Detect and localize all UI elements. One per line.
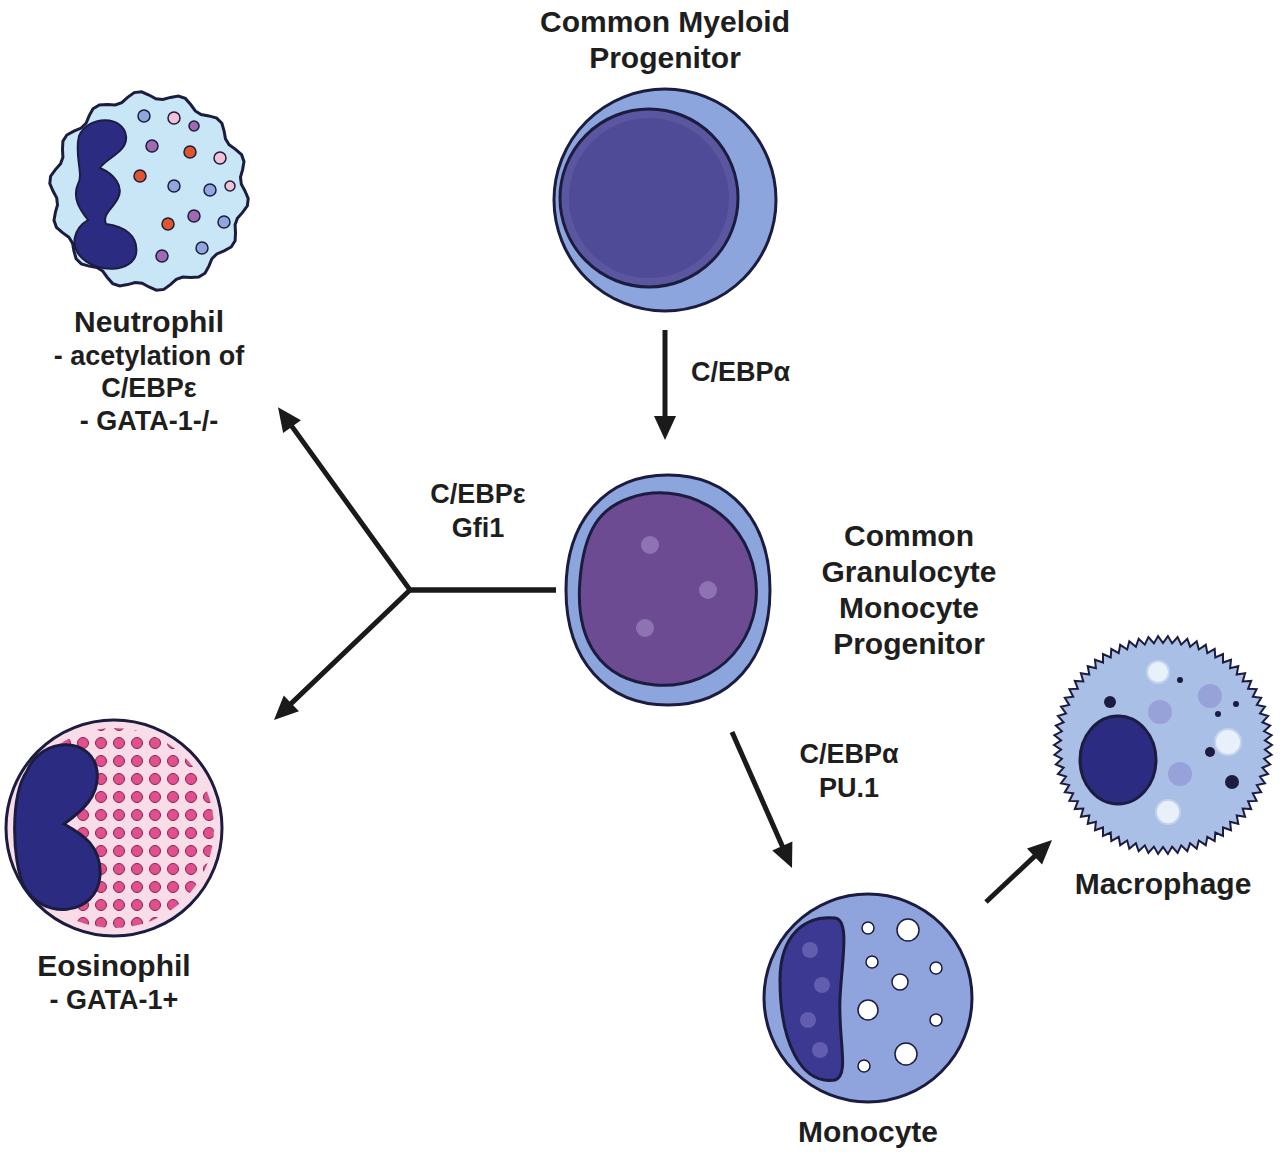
- cell-note: - acetylation of C/EBPε: [24, 340, 274, 405]
- arrow-head: [654, 416, 676, 440]
- arrow-line: [290, 423, 556, 590]
- label-group: Common Granulocyte Monocyte Progenitor: [798, 518, 1020, 662]
- label-group: Monocyte: [760, 1106, 976, 1150]
- cell-name: Neutrophil: [24, 304, 274, 340]
- differentiation-arrow: [732, 732, 792, 868]
- progenitor-cell: [560, 470, 776, 710]
- differentiation-arrow: [986, 840, 1052, 902]
- label-group: Eosinophil- GATA-1+: [2, 940, 226, 1016]
- factor-label: C/EBPε Gfi1: [405, 478, 551, 546]
- monocyte-node: Monocyte: [760, 890, 976, 1150]
- label-group: Common Myeloid Progenitor: [510, 4, 820, 76]
- progenitor-cell: [549, 84, 781, 316]
- factor-label: C/EBPα PU.1: [786, 738, 912, 806]
- arrow-line: [732, 732, 784, 850]
- arrow-line: [288, 590, 556, 706]
- differentiation-arrow: [654, 330, 676, 440]
- neutrophil-node: Neutrophil- acetylation of C/EBPε- GATA-…: [24, 86, 274, 437]
- arrow-head: [1027, 840, 1052, 864]
- arrow-line: [986, 854, 1037, 902]
- monocyte-cell: [760, 890, 976, 1106]
- macrophage-node: Macrophage: [1050, 632, 1276, 902]
- progenitor-node: Common Myeloid Progenitor: [510, 4, 820, 316]
- eosinophil-cell: [2, 716, 226, 940]
- differentiation-arrow: [278, 407, 556, 590]
- label-group: Neutrophil- acetylation of C/EBPε- GATA-…: [24, 296, 274, 437]
- label-group: Macrophage: [1050, 858, 1276, 902]
- cell-name: Macrophage: [1050, 866, 1276, 902]
- cell-name: Monocyte: [760, 1114, 976, 1150]
- factor-label: C/EBPα: [688, 356, 814, 390]
- cell-name: Eosinophil: [2, 948, 226, 984]
- differentiation-arrow: [274, 590, 556, 720]
- cell-name: Common Myeloid Progenitor: [510, 4, 820, 76]
- arrow-head: [278, 407, 301, 433]
- arrow-head: [772, 842, 792, 868]
- arrow-head: [274, 695, 299, 720]
- progenitor-node: Common Granulocyte Monocyte Progenitor: [560, 470, 1020, 710]
- arrow-line: [663, 330, 668, 420]
- eosinophil-node: Eosinophil- GATA-1+: [2, 716, 226, 1016]
- macrophage-cell: [1050, 632, 1276, 858]
- neutrophil-cell: [44, 86, 254, 296]
- cell-note: - GATA-1-/-: [24, 405, 274, 437]
- cell-name: Common Granulocyte Monocyte Progenitor: [798, 518, 1020, 662]
- cell-note: - GATA-1+: [2, 984, 226, 1016]
